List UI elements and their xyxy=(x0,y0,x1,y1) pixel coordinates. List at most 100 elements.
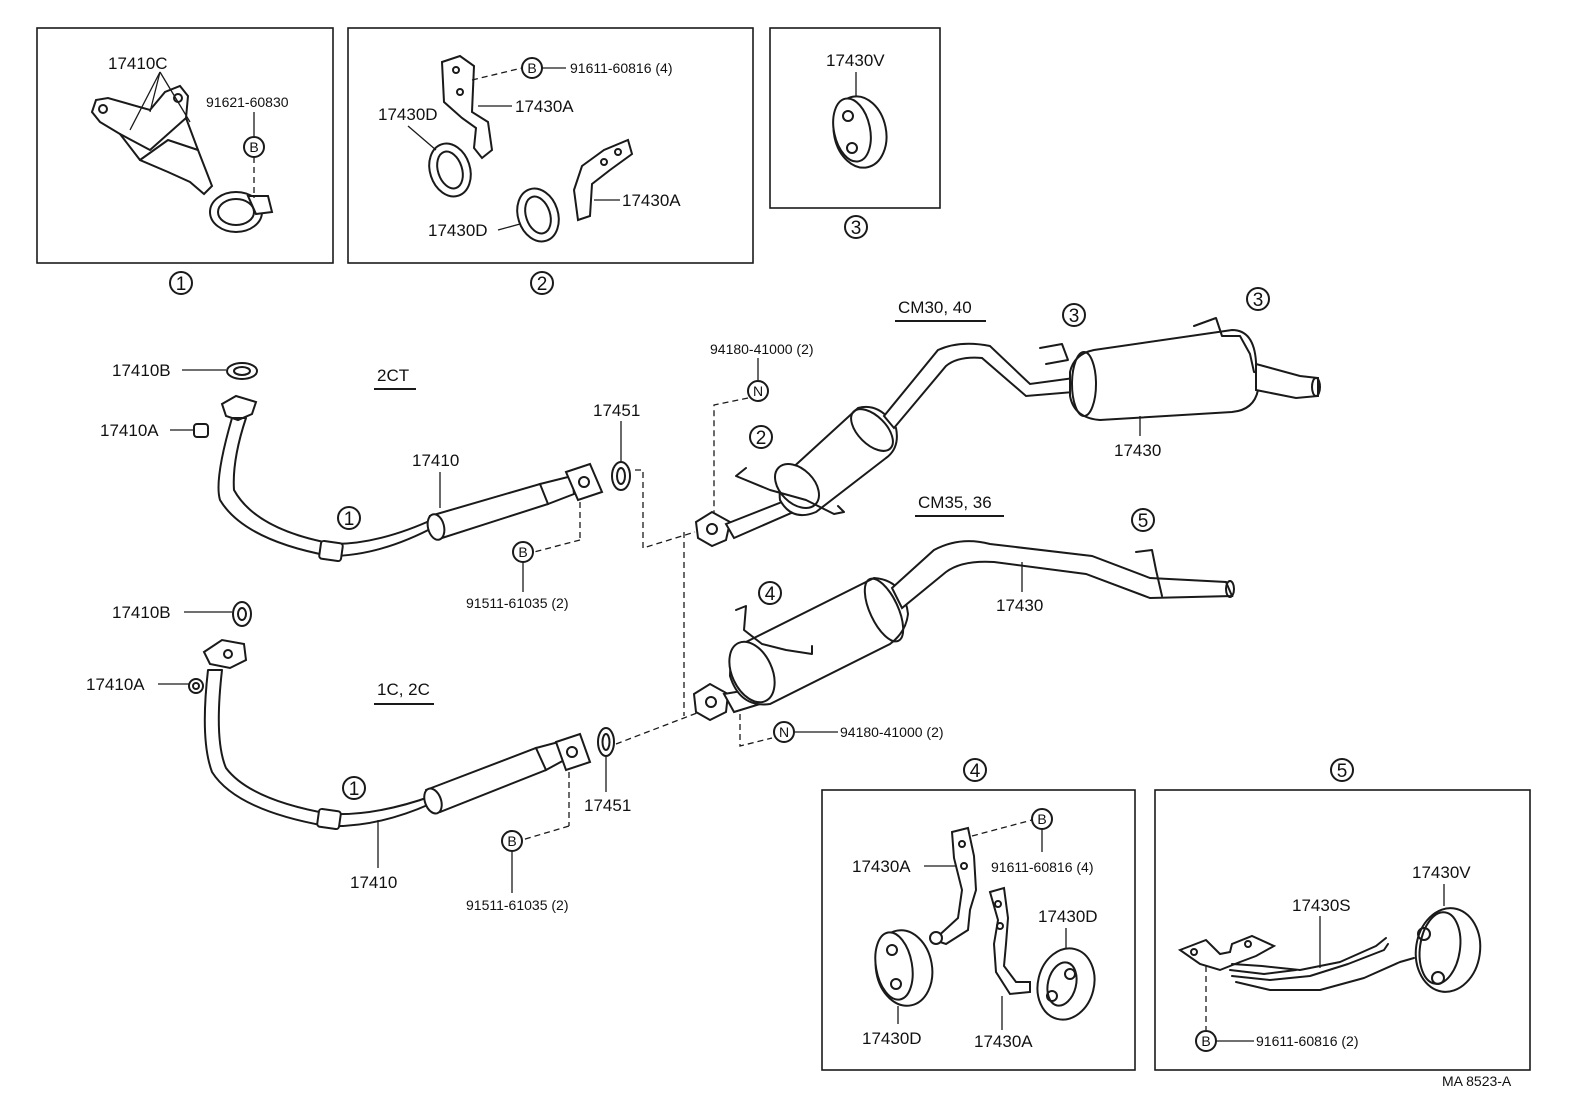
bolt-b-top: B xyxy=(512,541,534,563)
ref-2: 2 xyxy=(749,425,773,449)
nut-n-top: N xyxy=(747,380,769,402)
gasket-17410b-top xyxy=(226,362,258,380)
ref-3-left: 3 xyxy=(1062,303,1086,327)
inset-2-frame xyxy=(347,27,754,264)
svg-text:N: N xyxy=(753,383,763,399)
label-91511-top: 91511-61035 (2) xyxy=(466,595,568,611)
cushion-17430v-drawing xyxy=(832,95,888,169)
front-pipe-bottom-drawing xyxy=(202,638,592,831)
svg-text:4: 4 xyxy=(970,761,981,782)
label-94180-bottom: 94180-41000 (2) xyxy=(840,724,944,740)
leader-17410c-1 xyxy=(149,71,161,113)
hanger-17430a-right-drawing xyxy=(988,886,1031,996)
label-17410a-top: 17410A xyxy=(100,421,159,440)
inset-2-number: 2 xyxy=(530,271,554,295)
bracket-17410c-drawing xyxy=(90,84,274,233)
inset-5-frame xyxy=(1154,789,1531,1071)
label-17410b-bottom: 17410B xyxy=(112,603,171,622)
label-17430d-bottom: 17430D xyxy=(428,221,488,240)
label-91621-60830: 91621-60830 xyxy=(206,94,289,110)
cushion-17430d-top-drawing xyxy=(428,142,472,198)
label-91511-bottom: 91511-61035 (2) xyxy=(466,897,568,913)
ref-5: 5 xyxy=(1131,508,1155,532)
label-17410b-top: 17410B xyxy=(112,361,171,380)
inset-4: 4 B 9161 xyxy=(821,758,1136,1071)
dash-ring-bottom-to-flange xyxy=(615,707,711,745)
inset-3: 17430V 3 xyxy=(769,27,941,239)
svg-text:2: 2 xyxy=(756,428,767,449)
inset-1-frame xyxy=(36,27,334,264)
label-17430a-bottom: 17430A xyxy=(622,191,681,210)
inset-5: 5 17430V 17430S B 91611-60816 (2) xyxy=(1154,758,1531,1071)
svg-text:1: 1 xyxy=(349,779,360,800)
muffler-assembly-top-drawing xyxy=(694,317,1321,548)
label-17410c: 17410C xyxy=(108,54,168,73)
dash-ring-top-to-flange xyxy=(635,469,696,549)
group-2ct: 2CT xyxy=(377,366,409,385)
label-17430v-inset5: 17430V xyxy=(1412,863,1471,882)
inset-1: 17410C 91621-60830 B 1 xyxy=(36,27,334,295)
ring-17451-bottom xyxy=(597,727,615,757)
label-91611-60816-4: 91611-60816 (4) xyxy=(570,60,672,76)
nut-17410a-top xyxy=(193,423,209,438)
svg-text:2: 2 xyxy=(537,274,548,295)
label-94180-top: 94180-41000 (2) xyxy=(710,341,814,357)
hanger-17430a-bottom-drawing xyxy=(572,138,634,222)
svg-text:B: B xyxy=(507,833,516,849)
group-cm35-36: CM35, 36 xyxy=(918,493,992,512)
cushion-17430d-left-drawing xyxy=(874,929,934,1007)
bolt-symbol-b-inset5: B xyxy=(1195,1030,1217,1052)
nut-17410a-bottom xyxy=(188,678,204,694)
svg-text:3: 3 xyxy=(1069,306,1080,327)
cushion-17430v-inset5-drawing xyxy=(1414,907,1482,993)
label-17430d-right: 17430D xyxy=(1038,907,1098,926)
svg-text:B: B xyxy=(249,139,258,155)
inset-1-number: 1 xyxy=(169,271,193,295)
svg-text:B: B xyxy=(1037,811,1046,827)
svg-text:B: B xyxy=(518,544,527,560)
ref-4: 4 xyxy=(758,581,782,605)
ref-3-right: 3 xyxy=(1246,287,1270,311)
leader-17410c-3 xyxy=(159,71,191,123)
label-17410-top: 17410 xyxy=(412,451,459,470)
muffler-assembly-bottom-drawing xyxy=(692,540,1235,722)
label-17430-bottom: 17430 xyxy=(996,596,1043,615)
label-17430d-top: 17430D xyxy=(378,105,438,124)
leader-17410c-2 xyxy=(129,71,161,131)
leader-17430d-top xyxy=(407,125,437,151)
cushion-17430d-right-drawing xyxy=(1036,947,1096,1021)
dash-bolt-bottom-2 xyxy=(521,825,570,841)
hanger-17430a-left-drawing xyxy=(929,826,978,946)
label-17410a-bottom: 17410A xyxy=(86,675,145,694)
svg-text:3: 3 xyxy=(851,218,862,239)
leader-17430d-bottom xyxy=(497,223,521,231)
diagram-code: MA 8523-A xyxy=(1442,1073,1512,1089)
label-91611-60816-2-inset5: 91611-60816 (2) xyxy=(1256,1033,1358,1049)
label-17410-bottom: 17410 xyxy=(350,873,397,892)
label-17430a-top: 17430A xyxy=(515,97,574,116)
inset-4-frame xyxy=(821,789,1136,1071)
ref-1-top: 1 xyxy=(337,506,361,530)
inset-3-number: 3 xyxy=(844,215,868,239)
label-17430a-right: 17430A xyxy=(974,1032,1033,1051)
svg-text:B: B xyxy=(527,60,536,76)
label-91611-60816-4-inset4: 91611-60816 (4) xyxy=(991,859,1093,875)
label-17430a-left: 17430A xyxy=(852,857,911,876)
inset-3-frame xyxy=(769,27,941,209)
svg-text:4: 4 xyxy=(765,584,776,605)
label-17430-top: 17430 xyxy=(1114,441,1161,460)
inset-5-number: 5 xyxy=(1330,758,1354,782)
svg-text:B: B xyxy=(1201,1033,1210,1049)
dash-nut-n-top xyxy=(713,397,749,516)
bolt-symbol-b-inset4: B xyxy=(1031,808,1053,830)
label-17430s: 17430S xyxy=(1292,896,1351,915)
ref-1-bottom: 1 xyxy=(342,776,366,800)
ring-17451-top xyxy=(611,461,631,491)
label-17451-bottom: 17451 xyxy=(584,796,631,815)
svg-text:3: 3 xyxy=(1253,290,1264,311)
front-pipe-top-drawing xyxy=(217,394,604,563)
svg-text:5: 5 xyxy=(1337,761,1348,782)
dash-hanger-bolt xyxy=(471,67,523,81)
cushion-17430d-bottom-drawing xyxy=(516,187,560,243)
